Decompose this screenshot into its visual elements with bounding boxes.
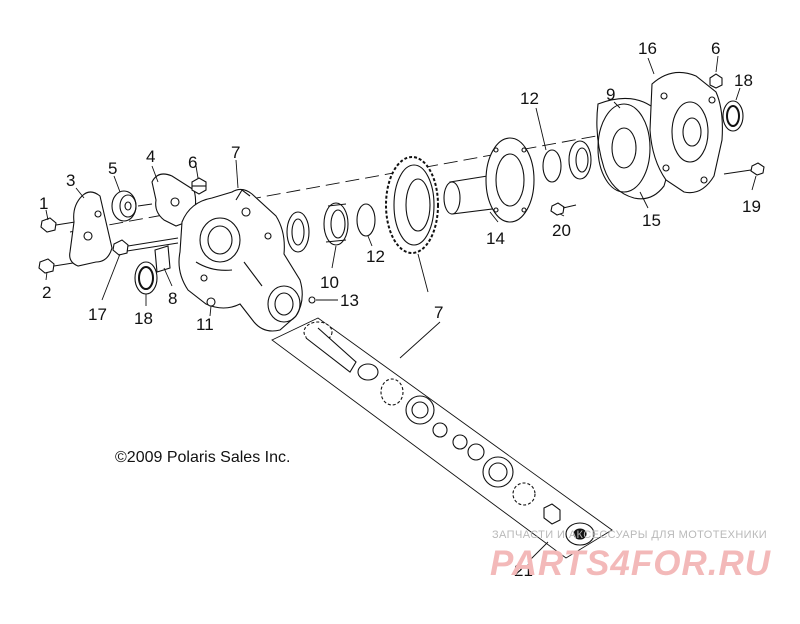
gear-case-housing-part-7 [178,188,303,332]
callout-6-left: 6 [188,153,197,172]
callout-12-left: 12 [366,247,385,266]
callout-7-housing: 7 [231,143,240,162]
seal-part-18-right [722,100,744,132]
seal-part-18-left [134,261,158,295]
callout-9: 9 [606,85,615,104]
bolt-part-2 [38,258,74,274]
callout-2: 2 [42,283,51,302]
callout-7-gear-set: 7 [434,303,443,322]
callout-14: 14 [486,229,505,248]
callout-8: 8 [168,289,177,308]
pin-part-13 [308,296,316,304]
bolt-part-1 [40,217,76,233]
callout-18-left: 18 [134,309,153,328]
plug-part-11 [206,297,216,307]
callout-1: 1 [39,194,48,213]
copyright-notice: ©2009 Polaris Sales Inc. [115,449,291,466]
callout-11: 11 [196,315,214,334]
callout-3: 3 [66,171,75,190]
cover-part-16 [649,71,723,194]
callout-10: 10 [320,273,339,292]
pinion-assembly [303,321,595,546]
watermark-caption: ЗАПЧАСТИ И АКСЕССУАРЫ ДЛЯ МОТОТЕХНИКИ [492,529,768,541]
callout-17: 17 [88,305,107,324]
differential-carrier-part-14 [443,137,535,223]
bolt-part-17 [112,237,179,256]
callout-4: 4 [146,147,155,166]
pinion-group-frame [271,317,613,559]
callout-20: 20 [552,221,571,240]
shim-part-12-right [542,149,562,183]
callout-21: 21 [514,561,533,580]
nut-part-6-left [191,177,207,195]
ring-gear [385,156,439,254]
callout-19: 19 [742,197,761,216]
callout-16: 16 [638,39,657,58]
callout-labels: 1 2 3 4 5 6 6 7 7 8 9 10 11 12 12 13 14 … [39,39,761,580]
bushing-part-5 [111,190,153,222]
callout-18-right: 18 [734,71,753,90]
callout-12-right: 12 [520,89,539,108]
callout-6-right: 6 [711,39,720,58]
watermark-logo: PARTS4FOR.RU [490,544,772,583]
bracket-part-3 [69,191,113,267]
callout-5: 5 [108,159,117,178]
sleeve-part-8 [154,245,171,273]
callout-13: 13 [340,291,359,310]
callout-15: 15 [642,211,661,230]
bolt-part-19 [723,162,765,176]
leader-lines [45,55,757,563]
shim-part-12-left [356,203,376,237]
bearing-part-9 [568,103,651,193]
bearing-part-10 [286,202,349,253]
nut-part-6-right [709,73,723,89]
bolt-part-20 [550,202,577,216]
